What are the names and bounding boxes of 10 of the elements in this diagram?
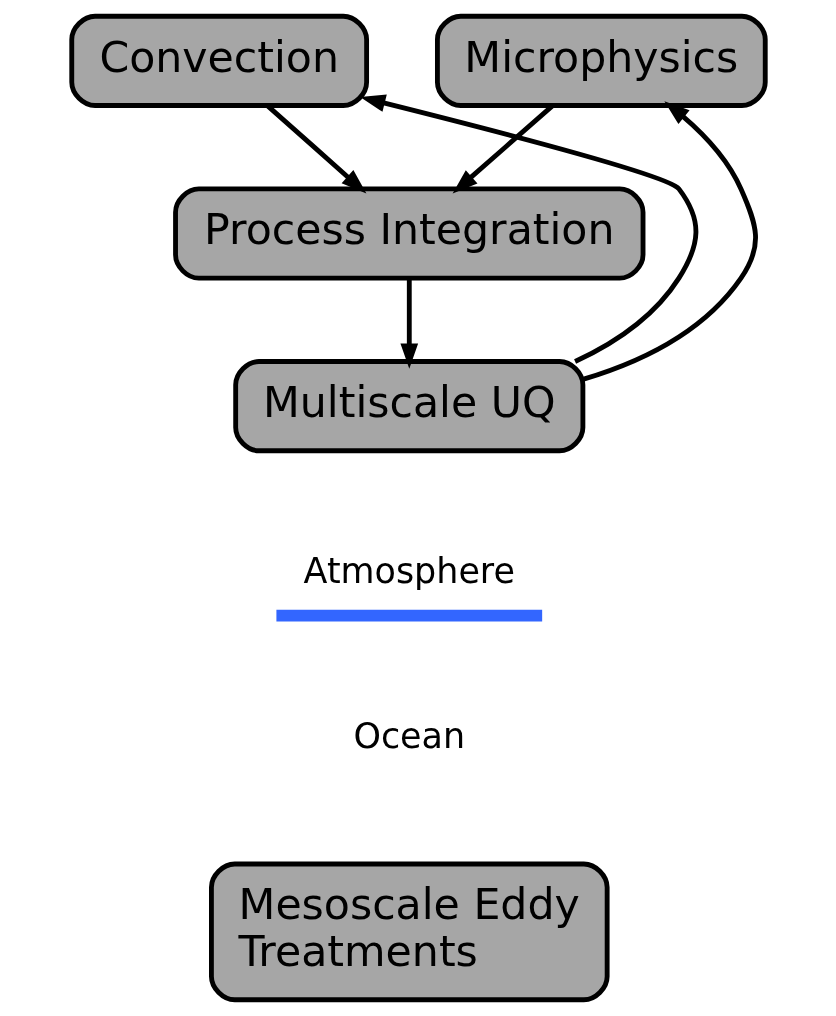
label: Ocean [352, 716, 465, 757]
node-box: Mesoscale Eddy Treatments [208, 861, 610, 1003]
arrow [399, 278, 418, 369]
arrow [359, 94, 698, 364]
node-box: Process Integration [172, 186, 645, 281]
node-box: Convection [68, 13, 369, 108]
node-box: Microphysics [434, 13, 768, 108]
node-box: Multiscale UQ [232, 359, 585, 454]
arrow [582, 101, 758, 382]
label: Atmosphere [303, 551, 515, 592]
